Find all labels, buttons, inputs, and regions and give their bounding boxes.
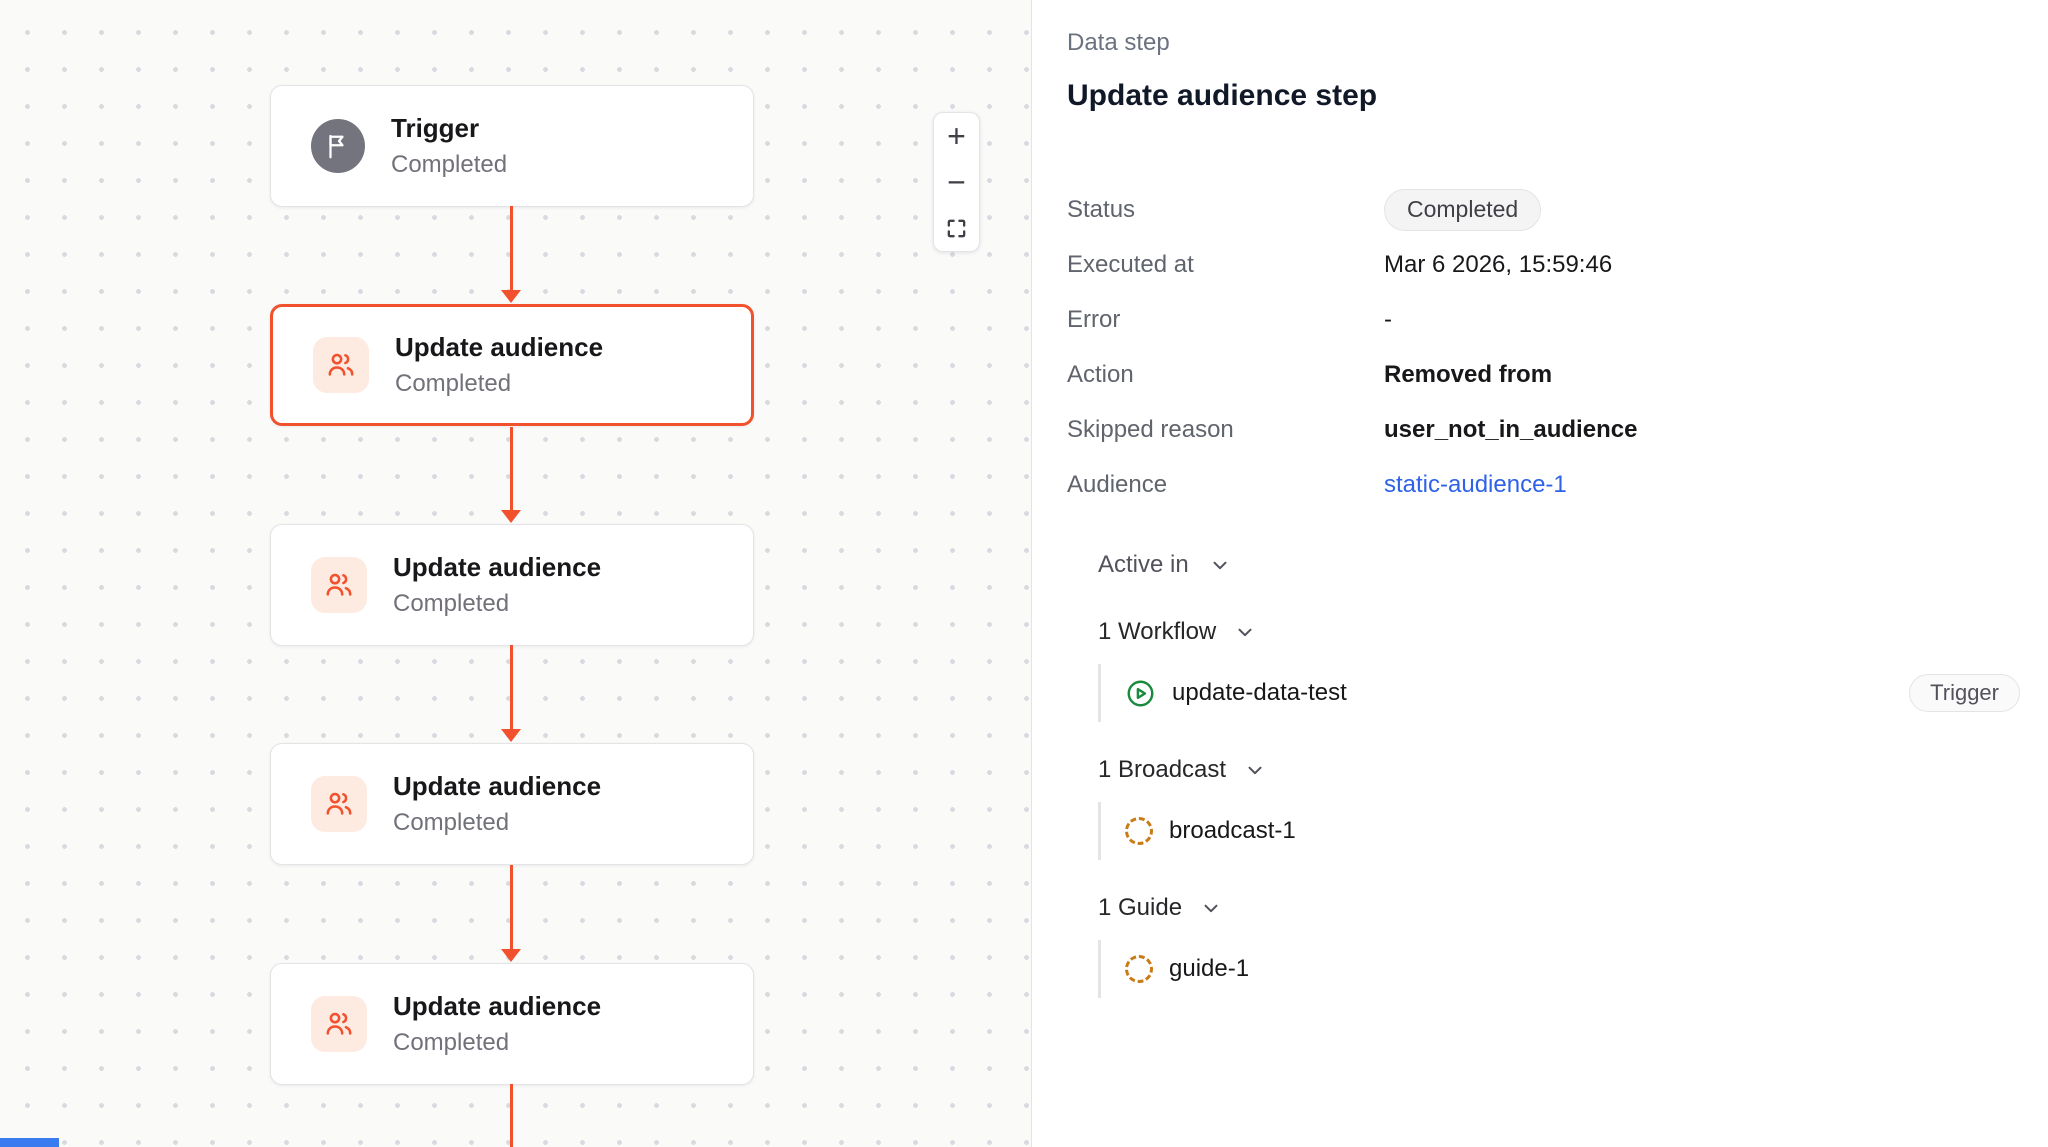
- group-broadcast: 1 Broadcast broadcast-1: [1098, 750, 2048, 860]
- minus-icon: −: [947, 164, 966, 200]
- item-name: broadcast-1: [1169, 817, 1296, 844]
- field-row-status: Status Completed: [1067, 182, 2048, 237]
- node-status: Completed: [391, 151, 508, 179]
- item-name: guide-1: [1169, 955, 1250, 982]
- zoom-out-button[interactable]: −: [934, 159, 979, 205]
- field-row-error: Error -: [1067, 292, 2048, 347]
- node-title: Update audience: [395, 331, 604, 362]
- edge-arrowhead: [501, 949, 521, 962]
- field-row-audience: Audience static-audience-1: [1067, 457, 2048, 512]
- node-title: Update audience: [393, 990, 602, 1021]
- edge-arrowhead: [501, 510, 521, 523]
- page-title: Update audience step: [1067, 79, 1378, 112]
- node-title: Update audience: [393, 551, 602, 582]
- field-label: Status: [1067, 195, 1136, 223]
- users-icon: [311, 557, 367, 613]
- group-workflow-toggle[interactable]: 1 Workflow: [1098, 612, 2048, 652]
- field-value: user_not_in_audience: [1384, 415, 1638, 443]
- field-label: Skipped reason: [1067, 415, 1234, 443]
- field-label: Error: [1067, 305, 1121, 333]
- play-circle-icon: [1125, 678, 1156, 709]
- item-name: update-data-test: [1172, 679, 1347, 706]
- edge-line: [510, 865, 513, 950]
- zoom-in-button[interactable]: +: [934, 113, 979, 159]
- audience-link[interactable]: static-audience-1: [1384, 470, 1567, 498]
- edge-line: [510, 645, 513, 730]
- edge-line: [510, 427, 513, 511]
- node-status: Completed: [393, 809, 510, 837]
- chevron-down-icon: [1234, 621, 1256, 643]
- flag-icon: [311, 119, 365, 173]
- node-update-audience-2[interactable]: Update audience Completed: [270, 524, 754, 646]
- group-header: 1 Guide: [1098, 894, 1183, 921]
- group-workflow: 1 Workflow update-data-test Trigger: [1098, 612, 2048, 722]
- edge-arrowhead: [501, 290, 521, 303]
- list-item-guide[interactable]: guide-1: [1101, 940, 2048, 998]
- active-in-toggle[interactable]: Active in: [1098, 546, 2048, 584]
- plus-icon: +: [947, 118, 966, 154]
- list-item-broadcast[interactable]: broadcast-1: [1101, 802, 2048, 860]
- dashed-circle-icon: [1125, 817, 1153, 845]
- dashed-circle-icon: [1125, 955, 1153, 983]
- node-title: Trigger: [391, 112, 480, 143]
- canvas-zoom-controls: + −: [933, 112, 980, 252]
- node-update-audience-1[interactable]: Update audience Completed: [270, 304, 754, 426]
- edge-line: [510, 206, 513, 291]
- node-title: Update audience: [393, 770, 602, 801]
- active-in-section: Active in 1 Workflow: [1098, 546, 2048, 998]
- node-status: Completed: [395, 370, 512, 398]
- edge-arrowhead: [501, 729, 521, 742]
- field-value: -: [1384, 305, 1392, 333]
- field-label: Action: [1067, 360, 1134, 388]
- users-icon: [311, 996, 367, 1052]
- field-label: Executed at: [1067, 250, 1194, 278]
- node-update-audience-3[interactable]: Update audience Completed: [270, 743, 754, 865]
- node-status: Completed: [393, 1029, 510, 1057]
- group-guide-toggle[interactable]: 1 Guide: [1098, 888, 2048, 928]
- node-status: Completed: [393, 590, 510, 618]
- step-details-panel: Data step Update audience step Status Co…: [1033, 0, 2048, 1147]
- node-trigger[interactable]: Trigger Completed: [270, 85, 754, 207]
- group-header: 1 Workflow: [1098, 618, 1217, 645]
- edge-line: [510, 1084, 513, 1147]
- group-broadcast-toggle[interactable]: 1 Broadcast: [1098, 750, 2048, 790]
- users-icon: [313, 337, 369, 393]
- users-icon: [311, 776, 367, 832]
- field-list: Status Completed Executed at Mar 6 2026,…: [1067, 182, 2048, 512]
- field-row-executed-at: Executed at Mar 6 2026, 15:59:46: [1067, 237, 2048, 292]
- trigger-badge: Trigger: [1909, 674, 2020, 712]
- fit-view-button[interactable]: [934, 205, 979, 251]
- group-guide: 1 Guide guide-1: [1098, 888, 2048, 998]
- active-in-label: Active in: [1098, 551, 1189, 578]
- field-row-action: Action Removed from: [1067, 347, 2048, 402]
- fit-view-icon: [945, 217, 968, 240]
- panel-eyebrow: Data step: [1067, 29, 1170, 56]
- workflow-canvas[interactable]: Trigger Completed Update audience Comple…: [0, 0, 1032, 1147]
- group-header: 1 Broadcast: [1098, 756, 1227, 783]
- node-update-audience-4[interactable]: Update audience Completed: [270, 963, 754, 1085]
- field-value: Mar 6 2026, 15:59:46: [1384, 250, 1613, 278]
- field-row-skipped-reason: Skipped reason user_not_in_audience: [1067, 402, 2048, 457]
- list-item-workflow[interactable]: update-data-test Trigger: [1101, 664, 2048, 722]
- status-badge: Completed: [1384, 188, 1542, 231]
- field-value: Removed from: [1384, 360, 1553, 388]
- canvas-edge-indicator: [0, 1138, 59, 1147]
- chevron-down-icon: [1244, 759, 1266, 781]
- chevron-down-icon: [1200, 897, 1222, 919]
- chevron-down-icon: [1209, 554, 1231, 576]
- field-label: Audience: [1067, 470, 1168, 498]
